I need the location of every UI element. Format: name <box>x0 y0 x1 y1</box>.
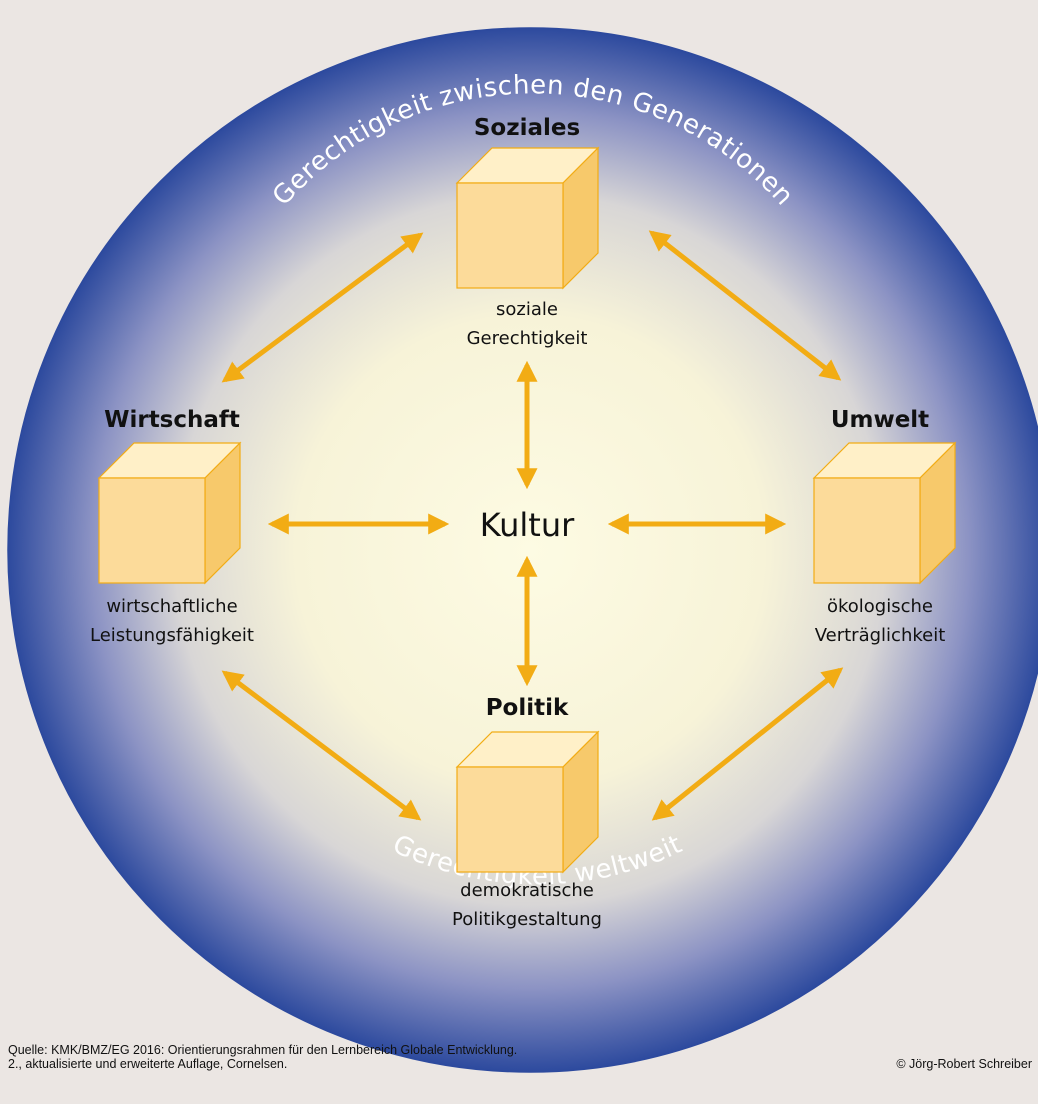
cube-umwelt <box>812 441 957 585</box>
arrow-wirtschaft-soziales <box>221 232 424 383</box>
title-soziales: Soziales <box>474 115 580 141</box>
cube-politik <box>455 730 600 874</box>
arrow-umwelt-politik <box>651 667 844 821</box>
subtitle-soziales-line1: soziale <box>496 299 558 320</box>
source-line-1: Quelle: KMK/BMZ/EG 2016: Orientierungsra… <box>8 1043 518 1057</box>
center-label: Kultur <box>480 506 575 544</box>
subtitle-politik-line2: Politikgestaltung <box>452 909 602 930</box>
title-umwelt: Umwelt <box>831 407 929 433</box>
subtitle-soziales-line2: Gerechtigkeit <box>467 328 588 349</box>
cube-soziales <box>455 146 600 290</box>
subtitle-wirtschaft-line1: wirtschaftliche <box>106 596 237 617</box>
cube-wirtschaft <box>97 441 242 585</box>
subtitle-umwelt-line1: ökologische <box>827 596 933 617</box>
subtitle-politik-line1: demokratische <box>460 880 594 901</box>
arrow-wirtschaft-politik <box>221 670 422 821</box>
title-politik: Politik <box>486 695 569 721</box>
subtitle-umwelt-line2: Verträglichkeit <box>815 625 946 646</box>
source-citation: Quelle: KMK/BMZ/EG 2016: Orientierungsra… <box>8 1043 517 1071</box>
arrow-soziales-umwelt <box>648 230 842 381</box>
title-wirtschaft: Wirtschaft <box>104 407 240 433</box>
subtitle-wirtschaft-line2: Leistungsfähigkeit <box>90 625 254 646</box>
copyright-notice: © Jörg-Robert Schreiber <box>896 1057 1032 1071</box>
source-line-2: 2., aktualisierte und erweiterte Auflage… <box>8 1057 288 1071</box>
